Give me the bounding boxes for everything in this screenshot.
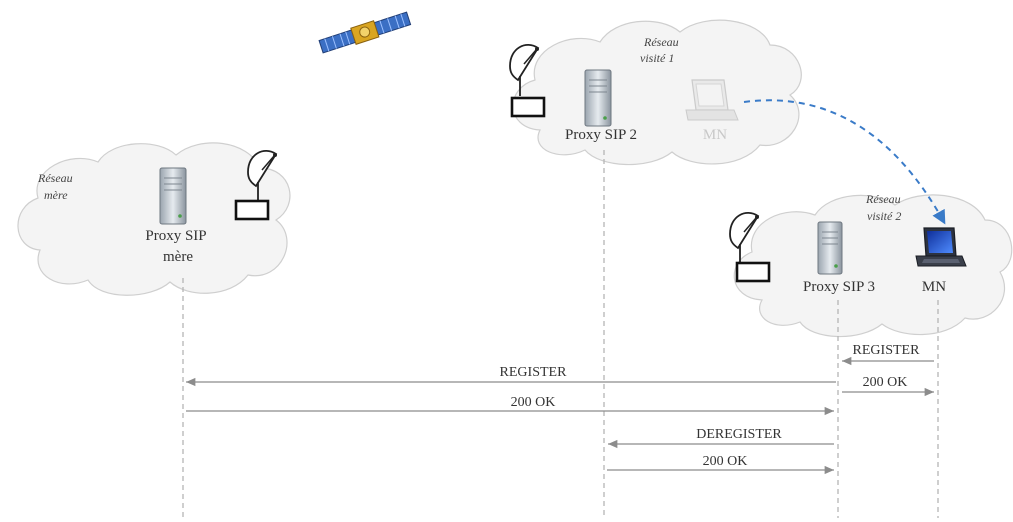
message-label: DEREGISTER [696,427,782,442]
server-icon [159,167,187,225]
message-label: REGISTER [853,343,921,358]
node-label-proxy-home: mère [163,249,193,265]
network-label-visited2: Réseau [865,192,901,206]
message-label: 200 OK [703,454,748,469]
cloud-home-network [17,142,291,296]
message-label: REGISTER [500,365,568,380]
antenna-icon [234,150,278,221]
node-label-mn-old: MN [703,127,727,143]
message-label: 200 OK [863,375,908,390]
handover-arrow [743,99,946,225]
laptop-icon [915,227,967,267]
network-label-visited1: Réseau [643,35,679,49]
network-label-visited2: visité 2 [867,209,901,223]
node-label-proxy3: Proxy SIP 3 [803,279,875,295]
antenna-icon [509,44,546,118]
network-label-home: mère [44,188,68,202]
message-label: 200 OK [511,395,556,410]
cloud-visited-network-1 [512,19,802,166]
node-label-mn-new: MN [922,279,946,295]
satellite-icon [318,11,412,54]
network-label-home: Réseau [37,171,73,185]
laptop-icon [685,79,739,121]
node-label-proxy2: Proxy SIP 2 [565,127,637,143]
server-icon [817,221,843,275]
network-label-visited1: visité 1 [640,51,674,65]
node-label-proxy-home: Proxy SIP [145,228,206,244]
server-icon [584,69,612,127]
antenna-icon [729,212,771,283]
